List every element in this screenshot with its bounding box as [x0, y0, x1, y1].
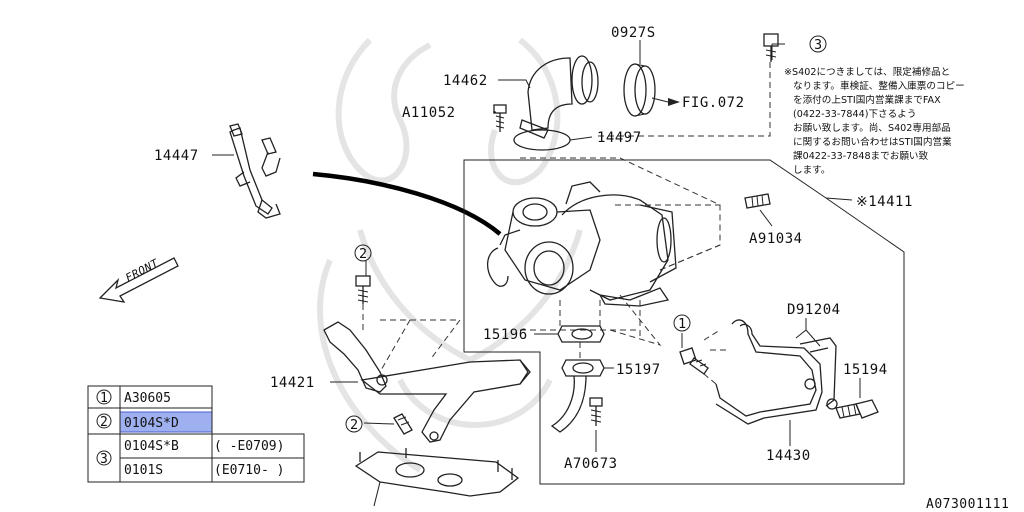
flange-plate[interactable]	[354, 448, 520, 507]
diagram-id: A073001111	[926, 497, 1009, 512]
sti-note: ※S402につきましては、限定補修品と なります。車検証、整備入庫票のコピー を…	[784, 66, 965, 176]
legend-code-selected[interactable]: 0104S*D	[124, 416, 179, 431]
oil-feed-line	[312, 171, 502, 236]
callout-d91204[interactable]: D91204	[787, 302, 841, 318]
bolt-ref2-lower[interactable]	[393, 413, 413, 435]
note-line: します。	[793, 165, 830, 176]
gasket-15196[interactable]	[557, 325, 605, 343]
callout-0927s[interactable]: 0927S	[611, 25, 656, 41]
note-line: なります。車検証、整備入庫票のコピー	[793, 80, 965, 92]
callout-15197[interactable]: 15197	[616, 362, 661, 378]
note-line: 課0422-33-7848までお願い致	[793, 150, 929, 162]
note-line: (0422-33-7844)下さるよう	[793, 109, 916, 120]
svg-text:1: 1	[678, 316, 687, 332]
note-line: を添付の上STI国内営業課までFAX	[793, 94, 941, 106]
leader-lines	[212, 40, 861, 452]
bracket-dash-lines	[362, 304, 640, 373]
callout-15194[interactable]: 15194	[843, 362, 888, 378]
pipe-dash-lines	[703, 329, 730, 385]
callout-14411[interactable]: ※14411	[856, 194, 913, 210]
callout-14447[interactable]: 14447	[154, 148, 199, 164]
svg-text:2: 2	[100, 415, 108, 430]
drain-dash-lines	[559, 300, 601, 360]
clamp-0927s[interactable]	[623, 63, 656, 117]
front-arrow	[98, 257, 179, 303]
assembly-outline	[463, 159, 905, 485]
turbo-assembly-box	[520, 157, 721, 346]
bolt-ref3[interactable]	[763, 33, 779, 62]
svg-text:3: 3	[100, 452, 108, 467]
svg-text:2: 2	[359, 246, 368, 262]
note-line: お願い致します。尚、S402専用部品	[793, 122, 951, 134]
legend-code[interactable]: A30605	[124, 391, 171, 406]
bolt-a11052[interactable]	[493, 104, 507, 132]
legend-num-1: 1	[96, 389, 112, 406]
bracket-14421[interactable]	[323, 321, 531, 443]
water-pipe-14430[interactable]	[715, 319, 838, 425]
bolt-a70673[interactable]	[589, 397, 603, 426]
svg-text:1: 1	[100, 391, 108, 406]
callout-a70673[interactable]: A70673	[564, 456, 618, 472]
ref-circle-2-upper[interactable]: 2	[354, 244, 372, 262]
front-label: FRONT	[123, 256, 161, 285]
legend-num-2: 2	[96, 413, 112, 430]
watermark-logo	[317, 37, 583, 473]
legend-code[interactable]: 0104S*B	[124, 439, 179, 454]
callout-14430[interactable]: 14430	[766, 448, 811, 464]
svg-text:2: 2	[350, 417, 359, 433]
note-line: に関するお問い合わせはSTI国内営業	[793, 136, 952, 148]
callout-14497[interactable]: 14497	[597, 130, 642, 146]
note-line: ※S402につきましては、限定補修品と	[784, 66, 950, 78]
legend-range: (E0710- )	[214, 463, 284, 478]
intake-elbow-14462[interactable]	[519, 55, 599, 139]
union-bolt-15194[interactable]	[835, 399, 879, 419]
callout-14421[interactable]: 14421	[270, 375, 315, 391]
callout-fig072[interactable]: FIG.072	[682, 95, 745, 111]
ref-circle-2-lower[interactable]: 2	[345, 415, 363, 433]
ref-circle-1[interactable]: 1	[673, 314, 691, 332]
callout-a11052[interactable]: A11052	[402, 105, 456, 121]
ref-circle-3[interactable]: 3	[809, 35, 827, 53]
bolt-ref2-upper[interactable]	[355, 275, 371, 304]
legend-num-3: 3	[96, 450, 112, 467]
legend-range: ( -E0709)	[214, 439, 284, 454]
oil-pipe-14447[interactable]	[229, 123, 281, 219]
gasket-14497[interactable]	[513, 129, 571, 151]
legend-table: 1 2 3 A30605 0104S*D 0104S*B ( -E0709) 0…	[87, 385, 305, 483]
callout-a91034[interactable]: A91034	[749, 231, 803, 247]
drain-pipe-15197[interactable]	[550, 359, 605, 433]
stud-a91034[interactable]	[744, 193, 771, 209]
callout-15196[interactable]: 15196	[483, 327, 528, 343]
callout-14462[interactable]: 14462	[443, 73, 488, 89]
legend-code[interactable]: 0101S	[124, 463, 163, 478]
turbocharger[interactable]	[487, 181, 677, 307]
svg-text:3: 3	[814, 37, 823, 53]
bolt-ref1[interactable]	[679, 347, 709, 375]
